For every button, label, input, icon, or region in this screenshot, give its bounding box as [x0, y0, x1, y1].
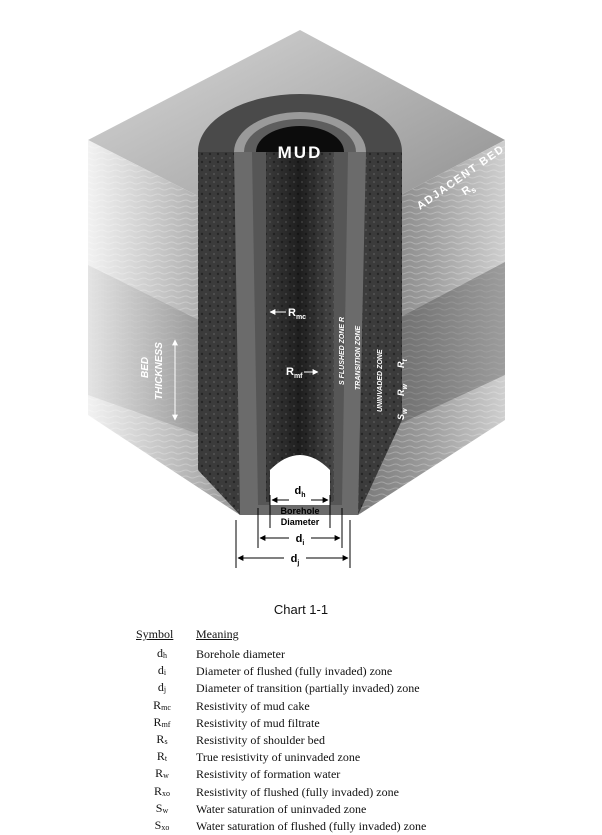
legend-symbol: Rs — [136, 732, 196, 749]
legend-meaning: True resistivity of uninvaded zone — [196, 749, 426, 766]
legend-symbol: Sxo — [136, 818, 196, 835]
flushed-zone-label: S FLUSHED ZONE R — [339, 317, 346, 385]
legend-row: dhBorehole diameter — [136, 646, 426, 663]
legend-meaning: Water saturation of uninvaded zone — [196, 801, 426, 818]
legend-meaning: Water saturation of flushed (fully invad… — [196, 818, 426, 835]
legend-row: RsResistivity of shoulder bed — [136, 732, 426, 749]
borehole-label: Borehole — [280, 506, 319, 516]
legend-symbol: dh — [136, 646, 196, 663]
legend-meaning: Resistivity of mud filtrate — [196, 715, 426, 732]
di-label: di — [296, 533, 305, 547]
legend-meaning: Resistivity of mud cake — [196, 698, 426, 715]
bed-label: BED — [140, 357, 151, 378]
legend-meaning: Resistivity of shoulder bed — [196, 732, 426, 749]
borehole-diagram: MUD ADJACENT BED Rs BED THICKNESS Rmc Rm… — [0, 0, 602, 590]
legend-row: RmfResistivity of mud filtrate — [136, 715, 426, 732]
legend-symbol: Sw — [136, 801, 196, 818]
legend-row: diDiameter of flushed (fully invaded) zo… — [136, 663, 426, 680]
legend-meaning: Borehole diameter — [196, 646, 426, 663]
legend-row: RtTrue resistivity of uninvaded zone — [136, 749, 426, 766]
legend-symbol: di — [136, 663, 196, 680]
mud-label: MUD — [278, 143, 323, 162]
dj-label: dj — [291, 553, 300, 567]
thickness-label: THICKNESS — [154, 342, 165, 400]
zone-columns — [198, 152, 402, 515]
chart-caption: Chart 1-1 — [0, 602, 602, 617]
legend-symbol: Rt — [136, 749, 196, 766]
legend-row: djDiameter of transition (partially inva… — [136, 680, 426, 697]
legend-meaning: Resistivity of flushed (fully invaded) z… — [196, 784, 426, 801]
legend-table: Symbol Meaning dhBorehole diameterdiDiam… — [136, 627, 426, 835]
legend-row: SwWater saturation of uninvaded zone — [136, 801, 426, 818]
legend-row: RwResistivity of formation water — [136, 766, 426, 783]
legend-symbol: Rmf — [136, 715, 196, 732]
legend-header-row: Symbol Meaning — [136, 627, 426, 646]
legend-header-symbol: Symbol — [136, 627, 196, 646]
legend-symbol: Rxo — [136, 784, 196, 801]
diameter-label: Diameter — [281, 517, 320, 527]
legend-row: RxoResistivity of flushed (fully invaded… — [136, 784, 426, 801]
legend-symbol: Rmc — [136, 698, 196, 715]
legend-body: dhBorehole diameterdiDiameter of flushed… — [136, 646, 426, 835]
legend-row: RmcResistivity of mud cake — [136, 698, 426, 715]
legend-meaning: Resistivity of formation water — [196, 766, 426, 783]
legend-meaning: Diameter of transition (partially invade… — [196, 680, 426, 697]
borehole-bottom-cut — [270, 455, 330, 505]
legend-symbol: Rw — [136, 766, 196, 783]
legend-header-meaning: Meaning — [196, 627, 426, 646]
legend-row: SxoWater saturation of flushed (fully in… — [136, 818, 426, 835]
legend-meaning: Diameter of flushed (fully invaded) zone — [196, 663, 426, 680]
legend-symbol: dj — [136, 680, 196, 697]
transition-zone-label: TRANSITION ZONE — [355, 326, 362, 390]
uninvaded-zone-label: UNINVADED ZONE — [377, 349, 384, 412]
